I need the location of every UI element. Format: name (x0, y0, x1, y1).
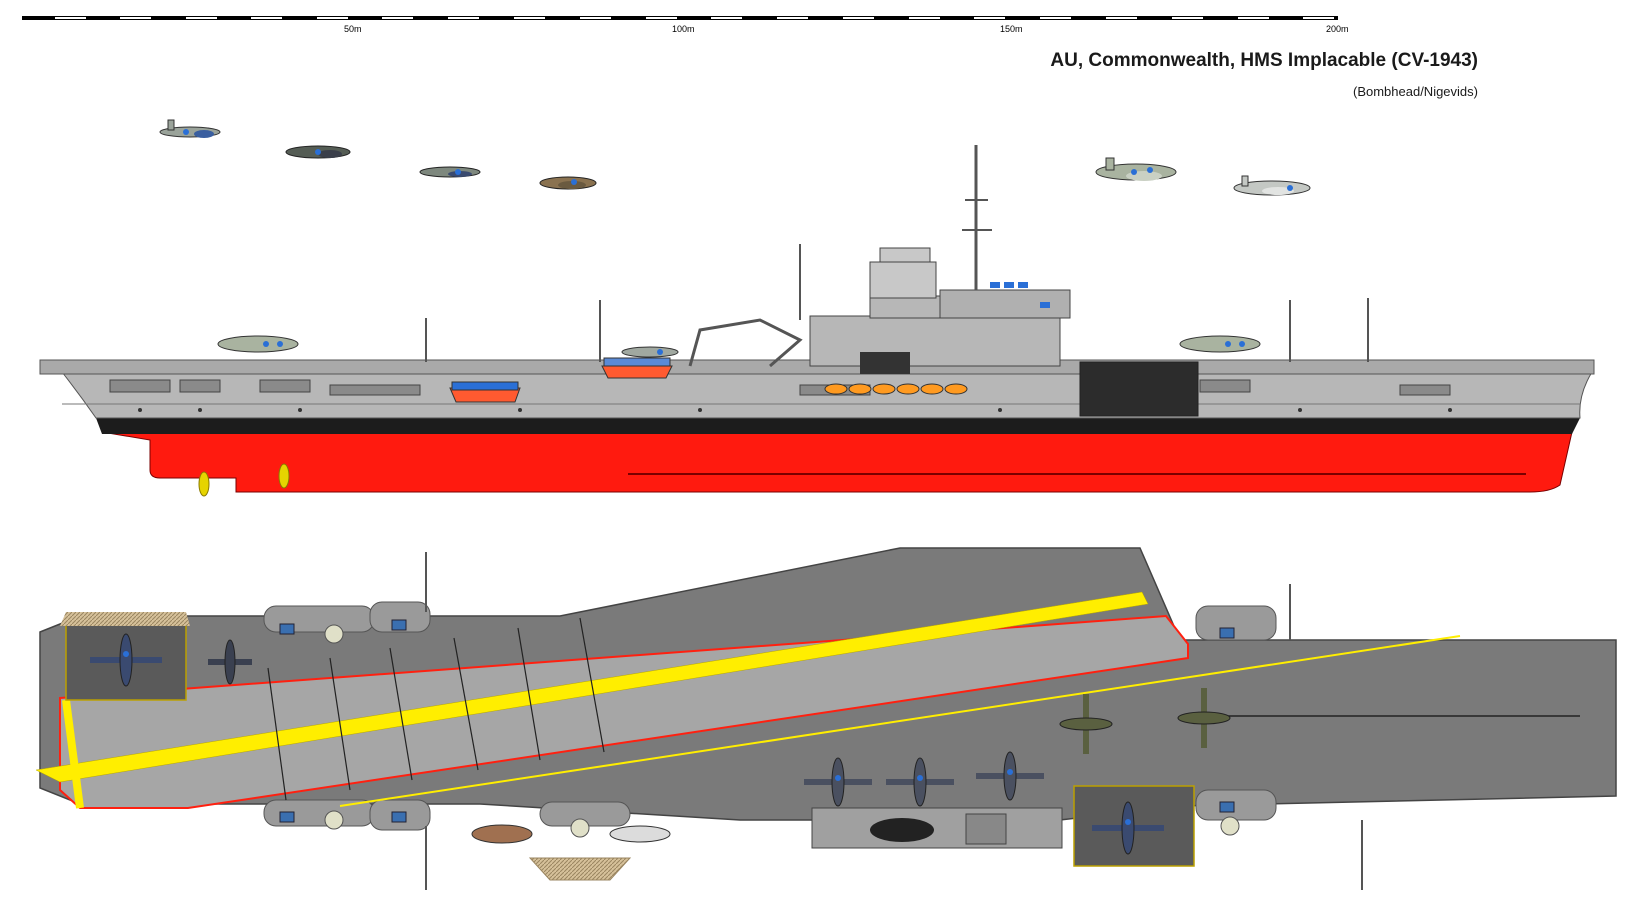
aircraft-silhouette-icon (1233, 175, 1311, 196)
angled-deck (59, 614, 1189, 809)
drawing-credit: (Bombhead/Nigevids) (1352, 84, 1478, 99)
boot-topping (96, 418, 1580, 434)
deck-gallery-hatch (528, 857, 632, 881)
aircraft-silhouette-icon (1095, 157, 1177, 181)
crane (688, 318, 803, 368)
scale-label-50m: 50m (344, 24, 362, 34)
flying-aircraft-group (159, 119, 1311, 196)
boat-plan (471, 824, 533, 844)
aircraft-silhouette-icon (1179, 335, 1261, 353)
aircraft-silhouette-icon (217, 335, 299, 353)
plan-view (35, 547, 1617, 890)
boat-hull (601, 365, 673, 379)
scale-label-150m: 150m (1000, 24, 1023, 34)
drawing-title: AU, Commonwealth, HMS Implacable (CV-194… (1050, 50, 1478, 71)
life-raft-icon (824, 383, 968, 395)
aircraft-silhouette-icon (285, 145, 351, 159)
underwater-hull (101, 431, 1573, 493)
island-plan (811, 807, 1063, 849)
scale-label-200m: 200m (1326, 24, 1349, 34)
boat-plan (609, 825, 671, 843)
axial-deck-line (339, 635, 1461, 807)
propeller-icon (198, 463, 290, 497)
aircraft-silhouette-icon (539, 176, 597, 190)
aircraft-silhouette-icon (419, 166, 481, 178)
aircraft-silhouette-icon (90, 633, 1231, 855)
aircraft-silhouette-icon (621, 346, 679, 358)
scale-bar: 50m 100m 150m 200m (22, 16, 1349, 34)
scale-label-100m: 100m (672, 24, 695, 34)
aircraft-silhouette-icon (159, 119, 221, 138)
island-superstructure (799, 145, 1071, 374)
hangar-opening (1079, 361, 1199, 417)
side-profile (39, 145, 1595, 497)
gun-mount-icon (279, 619, 1235, 823)
